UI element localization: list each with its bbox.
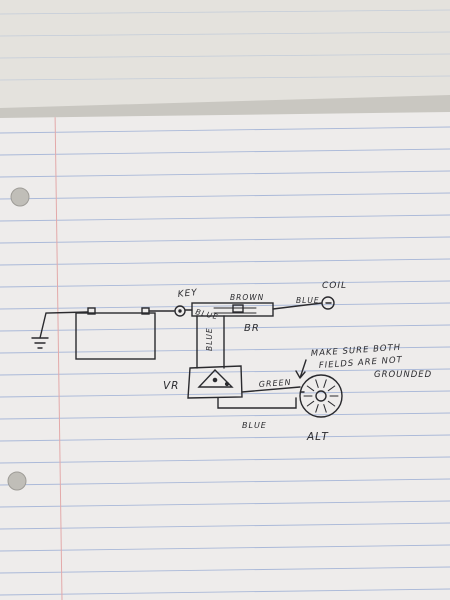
rule-line: [0, 434, 450, 442]
vr-label: VR: [163, 380, 179, 392]
ground-wire: [39, 311, 89, 339]
rule-line: [0, 544, 450, 552]
rule-line: [0, 258, 450, 266]
alt-label: ALT: [306, 431, 329, 443]
green-wire: [241, 386, 301, 393]
diagram-labels: KEY BROWN BR BLUE COIL BLUE BLUE VR GREE…: [163, 281, 432, 443]
blue-bottom-label: BLUE: [242, 421, 267, 430]
blue-vertical-label: BLUE: [205, 327, 214, 351]
voltage-regulator: [187, 365, 243, 399]
rule-line: [0, 412, 450, 420]
coil-label: COIL: [322, 281, 347, 291]
rule-line: [0, 566, 450, 574]
note-line-3: GROUNDED: [374, 370, 432, 380]
box-to-coil-wire: [272, 302, 323, 310]
rule-line: [0, 280, 450, 288]
rule-line: [0, 126, 450, 134]
regulator-triangle: [197, 368, 234, 388]
alternator-pole: [323, 404, 327, 413]
rule-line: [0, 368, 450, 376]
rule-line: [0, 192, 450, 200]
green-label: GREEN: [259, 378, 292, 389]
battery-terminal-negative: [87, 307, 96, 315]
notebook-page: [0, 112, 450, 600]
battery: [75, 312, 156, 360]
wiring-diagram: [31, 296, 343, 418]
alternator-hub: [315, 390, 327, 402]
rule-line: [0, 236, 450, 244]
back-paper-sheet: [0, 0, 450, 108]
alternator-pole: [306, 385, 315, 392]
margin-line: [54, 112, 63, 600]
blue-wire-bottom: [217, 397, 297, 409]
rule-line: [0, 148, 450, 156]
alternator-pole: [327, 385, 336, 392]
rule-line: [0, 500, 450, 508]
punch-hole-bottom: [7, 471, 27, 491]
rule-line: [0, 170, 450, 178]
coil-terminal: [321, 296, 335, 310]
blue-top-right-label: BLUE: [296, 296, 320, 305]
alternator: [299, 374, 343, 418]
note-arrow: [295, 359, 307, 379]
ruled-lines: [0, 112, 450, 600]
alternator-pole: [315, 404, 319, 413]
punch-hole-top: [10, 187, 30, 207]
ground-symbol: [31, 337, 49, 349]
alternator-pole: [315, 379, 319, 388]
rule-line: [0, 588, 450, 596]
alternator-pole: [323, 379, 327, 388]
rule-line: [0, 214, 450, 222]
rule-line: [0, 522, 450, 530]
rule-line: [0, 456, 450, 464]
br-label: BR: [244, 323, 260, 334]
rule-line: [0, 324, 450, 332]
rule-line: [0, 390, 450, 398]
key-label: KEY: [177, 288, 199, 300]
rule-line: [0, 302, 450, 310]
rule-line: [0, 346, 450, 354]
key-switch: [174, 305, 186, 317]
brown-label: BROWN: [230, 293, 264, 302]
alternator-pole: [306, 400, 315, 407]
alternator-pole: [327, 400, 336, 407]
rule-line: [0, 478, 450, 486]
